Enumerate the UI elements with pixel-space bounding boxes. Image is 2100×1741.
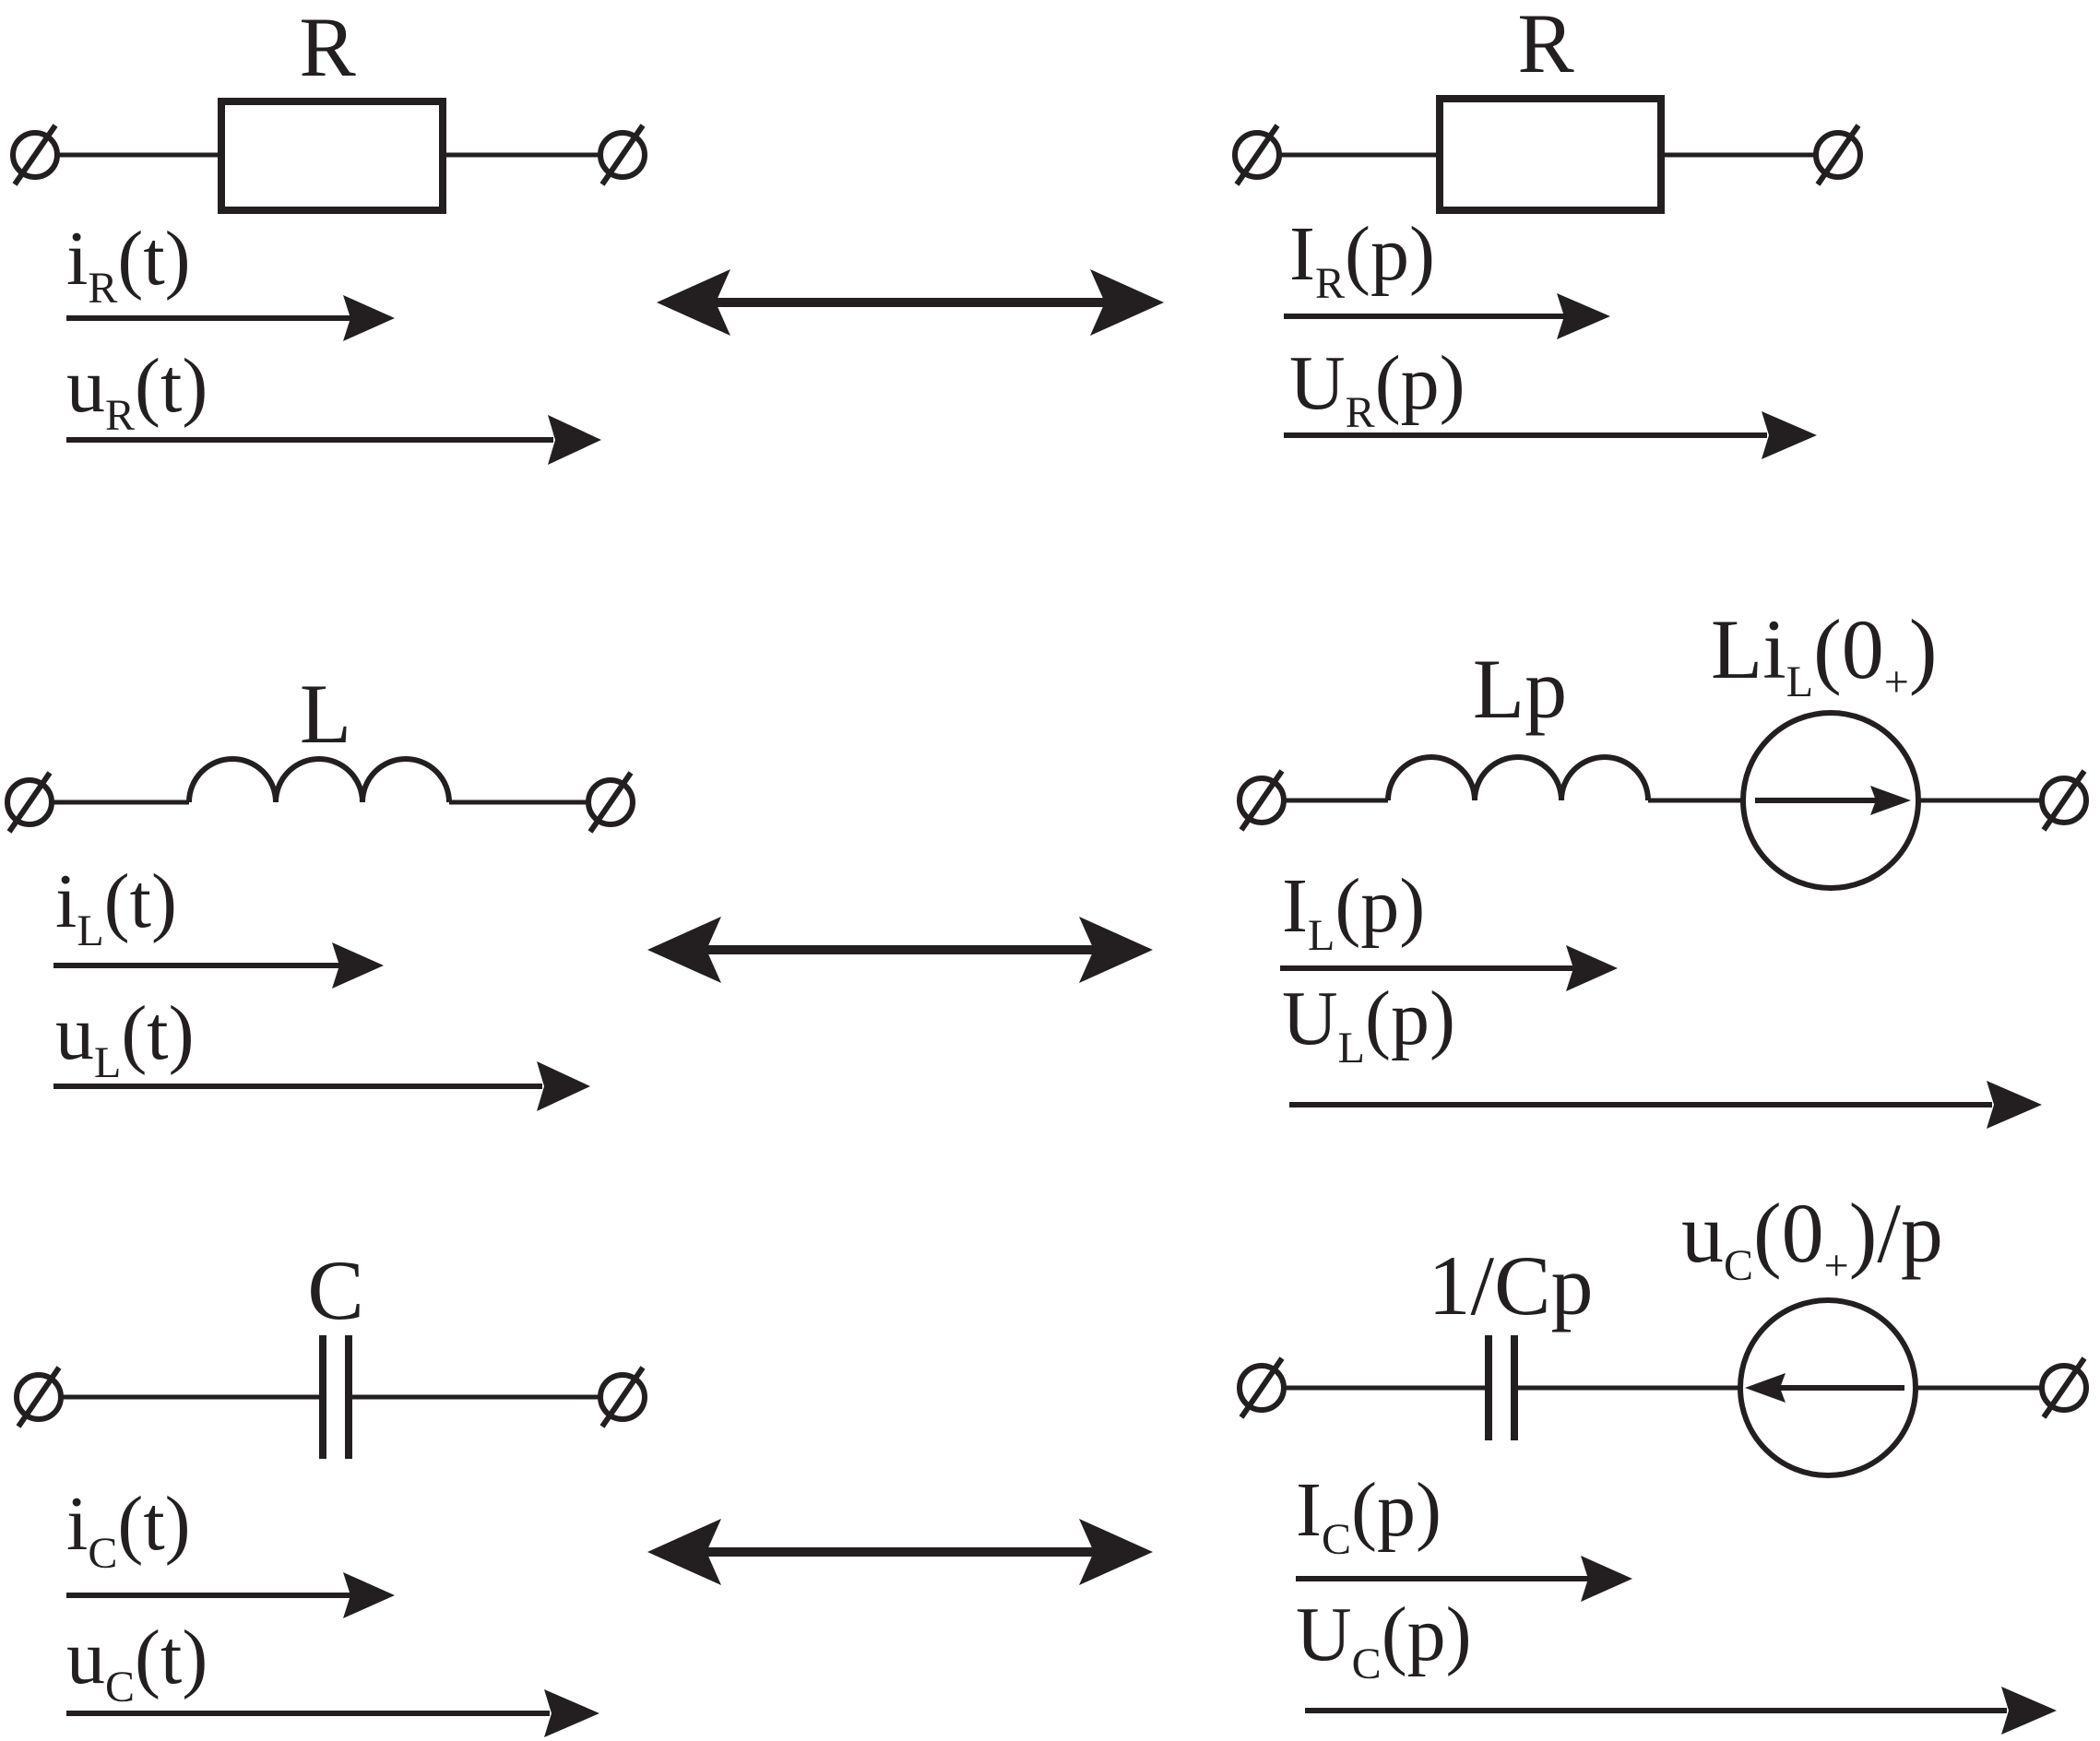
voltage-label: uL(t) xyxy=(55,990,195,1087)
current-label: IL(p) xyxy=(1282,863,1425,960)
current-arrowhead xyxy=(1557,293,1610,339)
voltage-label: UR(p) xyxy=(1289,340,1465,437)
current-label: iC(t) xyxy=(66,1481,191,1578)
resistor-icon xyxy=(218,98,446,214)
element-label: L xyxy=(300,667,351,761)
inductor-icon xyxy=(186,756,452,803)
element-label: 1/Cp xyxy=(1429,1238,1594,1332)
element-label: R xyxy=(1517,0,1574,90)
arrowhead-right xyxy=(1079,917,1153,983)
arrowhead-right xyxy=(1079,1519,1153,1585)
source-arrowhead xyxy=(1870,786,1911,815)
voltage-arrowhead xyxy=(548,415,601,465)
terminal-icon xyxy=(1240,1358,1284,1417)
voltage-label: UC(p) xyxy=(1296,1592,1472,1688)
resistor-correspondence-arrow xyxy=(657,269,1164,336)
capacitor-time-domain: C iC(t) uC(t) xyxy=(17,1243,645,1737)
arrowhead-left xyxy=(647,917,721,983)
capacitor-laplace-domain: 1/Cp uC(0+)/p IC(p) UC(p) xyxy=(1240,1186,2086,1735)
terminal-icon xyxy=(7,773,52,832)
capacitor-correspondence-arrow xyxy=(647,1519,1153,1585)
voltage-label: uR(t) xyxy=(66,343,208,440)
current-arrowhead xyxy=(343,295,395,341)
element-label: R xyxy=(299,0,356,94)
current-arrowhead xyxy=(343,1572,395,1618)
voltage-label: uC(t) xyxy=(66,1615,208,1711)
terminal-icon xyxy=(13,125,57,184)
current-arrowhead xyxy=(1581,1556,1632,1602)
voltage-arrowhead xyxy=(1987,1081,2042,1129)
terminal-icon xyxy=(600,1368,645,1427)
voltage-arrowhead xyxy=(2001,1687,2057,1735)
resistor-laplace-domain: R IR(p) UR(p) xyxy=(1235,0,1860,459)
voltage-arrowhead xyxy=(537,1061,590,1111)
current-arrowhead xyxy=(1566,945,1618,991)
element-label: C xyxy=(307,1243,363,1337)
source-arrowhead xyxy=(1745,1373,1786,1403)
current-label: IR(p) xyxy=(1289,211,1435,308)
arrowhead-right xyxy=(1090,269,1164,336)
current-label: IC(p) xyxy=(1296,1467,1442,1564)
voltage-arrowhead xyxy=(544,1689,599,1737)
inductor-time-domain: L iL(t) uL(t) xyxy=(7,667,633,1111)
terminal-icon xyxy=(1240,771,1284,830)
terminal-icon xyxy=(1235,125,1279,184)
terminal-icon xyxy=(2042,1358,2086,1417)
resistor-time-domain: R iR(t) uR(t) xyxy=(13,0,645,465)
inductor-icon xyxy=(1385,754,1651,801)
voltage-arrowhead xyxy=(1762,411,1817,459)
element-label: Lp xyxy=(1473,642,1567,736)
inductor-correspondence-arrow xyxy=(647,917,1153,983)
terminal-icon xyxy=(600,125,645,184)
terminal-icon xyxy=(2042,771,2086,830)
resistor-icon xyxy=(1436,95,1665,214)
inductor-laplace-domain: Lp LiL(0+) IL(p) UL(p) xyxy=(1240,602,2086,1129)
arrowhead-left xyxy=(657,269,730,336)
arrowhead-left xyxy=(647,1519,721,1585)
terminal-icon xyxy=(588,773,633,832)
terminal-icon xyxy=(17,1368,61,1427)
current-label: iR(t) xyxy=(66,216,191,313)
terminal-icon xyxy=(1816,125,1860,184)
current-label: iL(t) xyxy=(55,859,177,955)
source-label: LiL(0+) xyxy=(1711,602,1937,706)
source-label: uC(0+)/p xyxy=(1681,1186,1943,1290)
current-arrowhead xyxy=(332,942,384,989)
voltage-label: UL(p) xyxy=(1282,976,1455,1072)
